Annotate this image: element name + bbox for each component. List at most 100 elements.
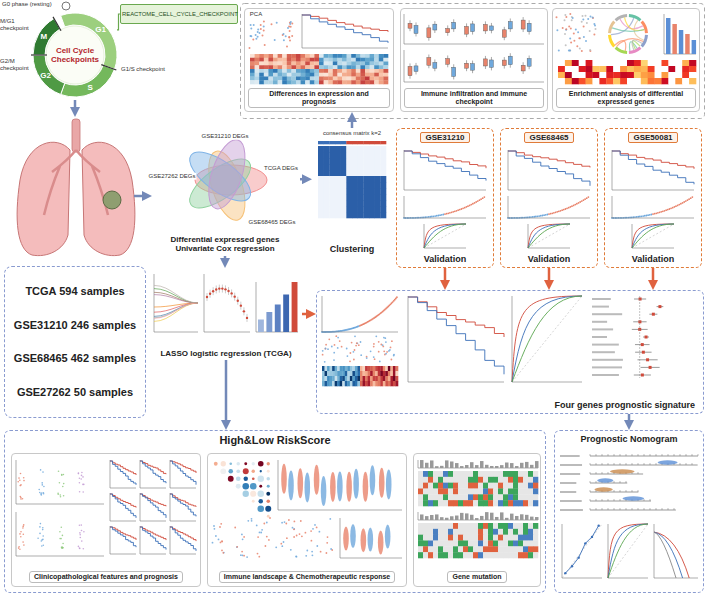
heatmap-cell [483, 541, 488, 547]
violin [346, 472, 352, 502]
heatmap-cell [498, 471, 503, 477]
heatmap-cell [579, 66, 586, 72]
bar [510, 514, 514, 520]
axis-tick [602, 499, 603, 501]
heatmap-cell [324, 200, 330, 206]
scatter-dot [252, 39, 254, 41]
axis-tick [680, 454, 681, 456]
heatmap-cell [375, 200, 381, 206]
heatmap-cell [255, 62, 260, 66]
bar [465, 513, 469, 520]
heatmap-cell [380, 212, 386, 218]
heatmap-cell [337, 62, 342, 66]
scatter-dot [577, 31, 579, 33]
axis-tick [596, 472, 597, 474]
heatmap-cell [428, 471, 433, 477]
heatmap-cell [428, 483, 433, 489]
heatmap-cell [305, 69, 310, 73]
heatmap-cell [301, 54, 306, 58]
heatmap-cell [375, 376, 378, 381]
heatmap-cell [333, 54, 338, 58]
heatmap-cell [483, 489, 488, 495]
heatmap-cell [318, 200, 324, 206]
heatmap-cell [346, 182, 352, 188]
scatter-dot [20, 484, 22, 486]
box [471, 64, 475, 71]
heatmap-cell [358, 188, 364, 194]
heatmap-cell [488, 535, 493, 541]
heatmap-cell [533, 494, 538, 500]
heatmap-cell [468, 523, 473, 529]
heatmap-cell [370, 62, 375, 66]
survival-curve [170, 494, 196, 516]
heatmap-cell [335, 188, 341, 194]
scatter-plot [38, 469, 44, 496]
chart-axis [302, 14, 388, 48]
scatter-dot [595, 28, 597, 30]
heatmap-cell [291, 77, 296, 81]
box [471, 24, 475, 32]
heatmap-cell [356, 58, 361, 62]
heatmap-cell [282, 73, 287, 77]
heatmap-cell [508, 477, 513, 483]
heatmap-cell [329, 176, 335, 182]
scatter-dot [322, 350, 324, 352]
heatmap-cell [319, 77, 324, 81]
row-stub [592, 336, 607, 338]
heatmap-cell [335, 200, 341, 206]
heatmap-cell [350, 376, 353, 381]
heatmap-cell [453, 489, 458, 495]
checkpoint-tick [31, 54, 47, 55]
cv-point [240, 304, 242, 306]
heatmap-cell [662, 60, 669, 66]
survival-curve [140, 527, 166, 550]
roc-curve [528, 224, 570, 248]
scatter-dot [314, 524, 316, 526]
heatmap-cell [528, 483, 533, 489]
heatmap-cell [319, 69, 324, 73]
heatmap-cell [390, 376, 393, 381]
scatter-dot [246, 556, 248, 558]
estimate-point [658, 305, 661, 308]
lasso-step: LASSO logistic regression (TCGA) [150, 268, 302, 360]
scatter-plot [18, 524, 25, 550]
risk-dot [533, 216, 535, 218]
risk-dot [573, 205, 575, 207]
heatmap-cell [463, 523, 468, 529]
heatmap-cell [448, 535, 453, 541]
heatmap-cell [341, 206, 347, 212]
heatmap-cell [324, 141, 330, 144]
chart-axis [654, 524, 698, 578]
heatmap-cell [255, 69, 260, 73]
heatmap-cell [689, 72, 696, 78]
heatmap-cell [448, 552, 453, 558]
heatmap-cell [358, 176, 364, 182]
heatmap-cell [324, 80, 329, 84]
heatmap-cell [565, 60, 572, 66]
scatter-dot [276, 22, 278, 24]
heatmap-cell [423, 541, 428, 547]
validation-box: GSE50081Validation [604, 128, 702, 268]
chart-axis [16, 512, 104, 556]
scatter-dot [83, 548, 85, 550]
heatmap-cell [318, 170, 324, 176]
risk-dot [646, 215, 648, 217]
bar [420, 514, 424, 520]
scatter-dot [280, 543, 282, 545]
bar [692, 40, 696, 54]
error-bar [247, 314, 248, 322]
scatter-dot [19, 485, 21, 487]
risk-dot [418, 217, 420, 219]
scatter-dot [360, 354, 362, 356]
heatmap-cell [363, 170, 369, 176]
heatmap-cell [335, 141, 341, 144]
heatmap-cell [305, 58, 310, 62]
box [427, 58, 431, 66]
heatmap-cell [662, 78, 669, 84]
heatmap-cell [458, 541, 463, 547]
heatmap-cell [268, 54, 273, 58]
heatmap-cell [689, 60, 696, 66]
risk-dot [452, 211, 454, 213]
heatmap-cell [342, 366, 345, 371]
scatter-dot [241, 551, 243, 553]
